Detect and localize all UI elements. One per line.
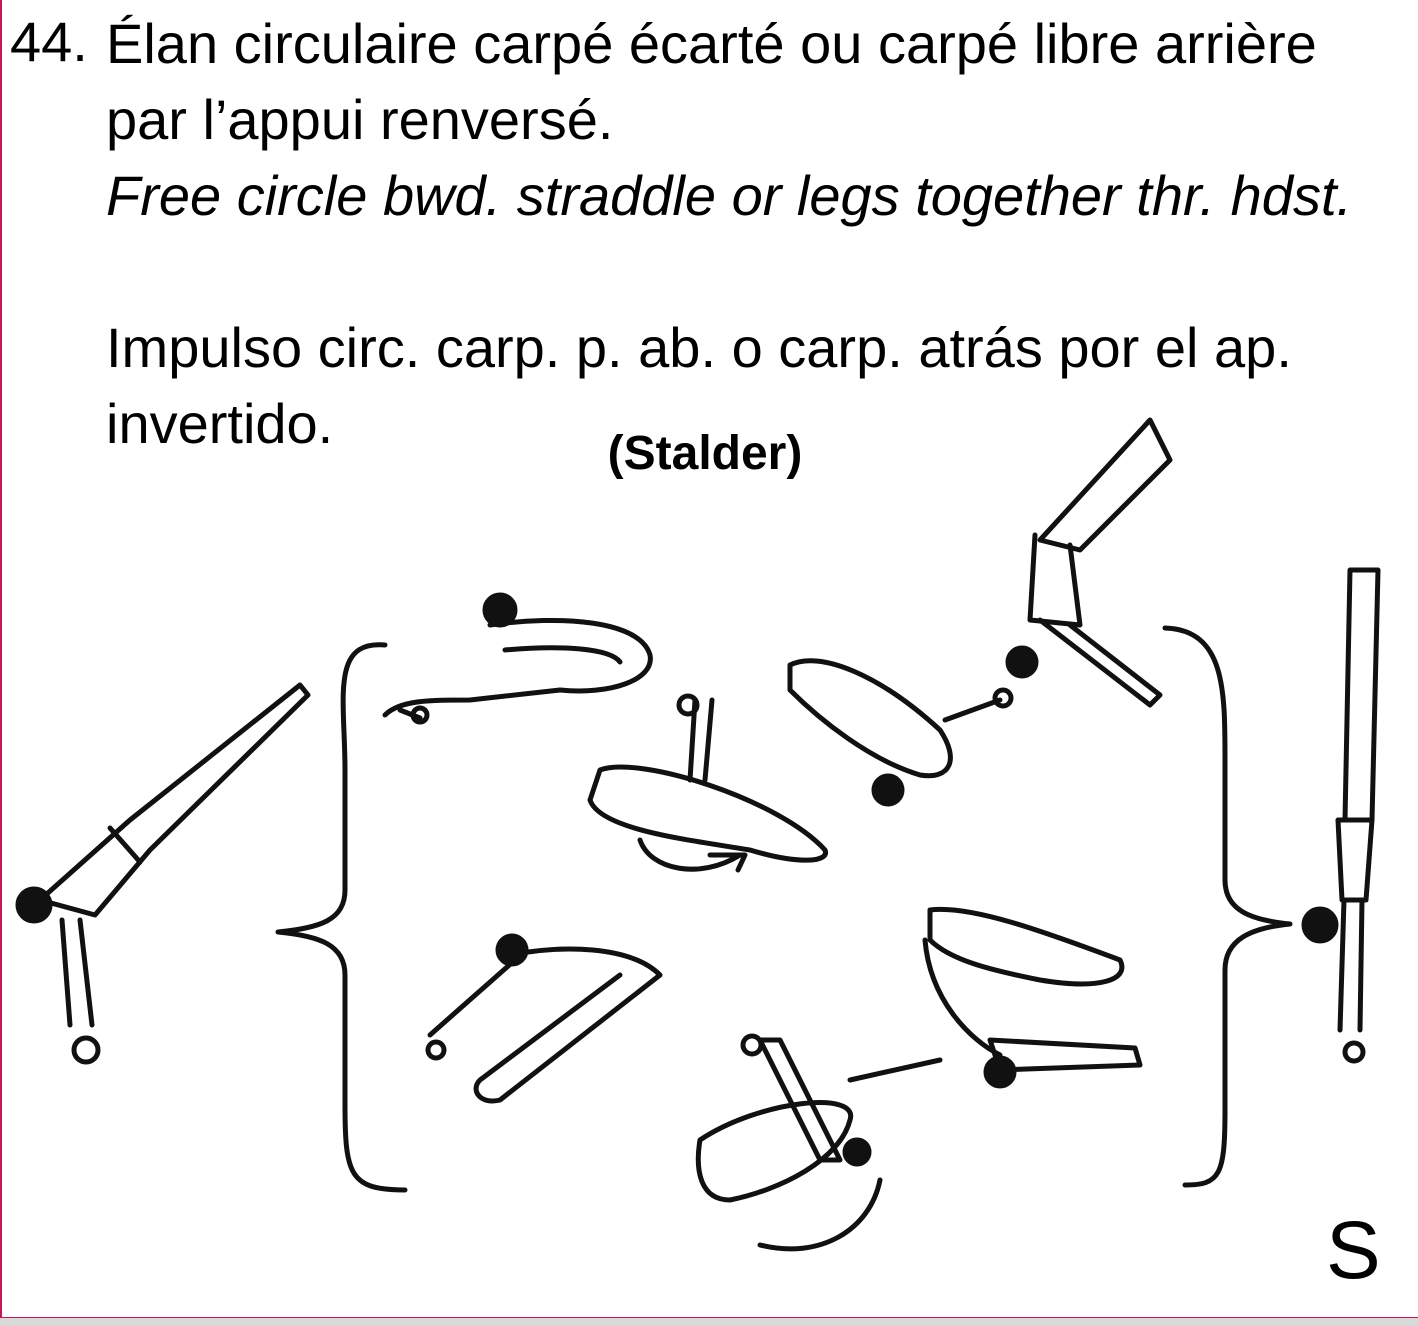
right-brace: [1162, 625, 1293, 1188]
figure-2-pike: [382, 592, 653, 725]
left-brace: [275, 642, 408, 1193]
page-bottom-strip: [0, 1318, 1418, 1326]
element-name-spanish: Impulso circ. carp. p. ab. o carp. atrás…: [106, 316, 1292, 455]
figure-5-rise: [1005, 417, 1173, 708]
figure-4-pike: [787, 658, 1014, 807]
element-common-name: (Stalder): [607, 427, 803, 480]
element-name-english: Free circle bwd. straddle or legs togeth…: [106, 164, 1353, 227]
gymnast-stalder-sequence-figure: [15, 417, 1381, 1252]
element-name-french: Élan circulaire carpé écarté ou carpé li…: [106, 12, 1317, 151]
figure-9-handstand: [1301, 567, 1381, 1064]
figure-3-straddle: [587, 693, 828, 873]
page-left-border: [0, 0, 2, 1326]
figure-8-pike: [922, 906, 1143, 1089]
rotation-arrow: [757, 1177, 883, 1252]
figure-1-lean: [15, 682, 311, 1065]
element-number: 44.: [10, 10, 88, 73]
difficulty-code: S: [1326, 1205, 1381, 1296]
figure-6-pike: [425, 933, 663, 1104]
figure-7-under-bar: [695, 1033, 943, 1252]
page-bottom-border: [0, 1317, 1418, 1318]
